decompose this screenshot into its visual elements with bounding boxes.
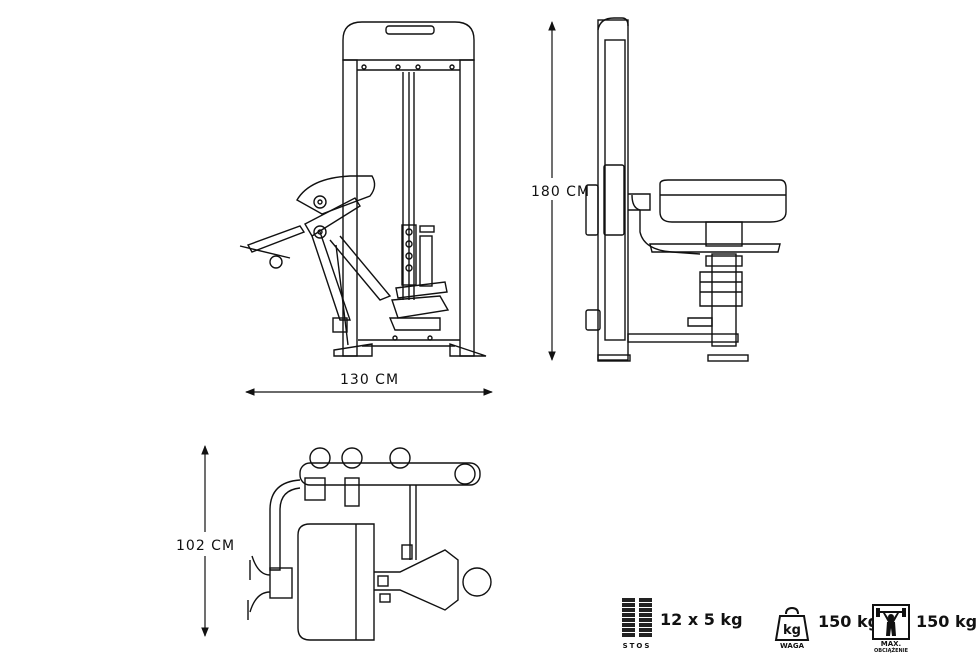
side-view — [585, 17, 787, 362]
weight-value: 150 kg — [818, 612, 880, 631]
weightlifter-icon — [872, 604, 910, 640]
spec-stack: STOS 12 x 5 kg — [620, 596, 743, 650]
dimension-lines — [201, 21, 556, 637]
max-caption: MAX. — [880, 640, 902, 648]
width-label: 130 CM — [340, 372, 399, 388]
kettlebell-icon-text: kg — [783, 623, 801, 638]
depth-label: 102 CM — [176, 538, 235, 554]
max-load-value: 150 kg — [916, 612, 978, 631]
stack-value: 12 x 5 kg — [660, 610, 743, 629]
spec-max-load: MAX. OBCIĄŻENIE 150 kg — [872, 604, 977, 654]
top-view — [247, 447, 492, 641]
height-label: 180 CM — [531, 184, 590, 200]
weight-caption: WAGA — [780, 642, 804, 650]
max-subcaption: OBCIĄŻENIE — [874, 648, 908, 654]
spec-weight: kg WAGA 150 kg — [772, 606, 879, 650]
weight-stack — [401, 224, 435, 287]
kettlebell-icon: kg — [774, 606, 810, 641]
front-view — [239, 21, 487, 357]
weight-stack-icon — [622, 596, 652, 638]
stack-caption: STOS — [622, 642, 652, 650]
